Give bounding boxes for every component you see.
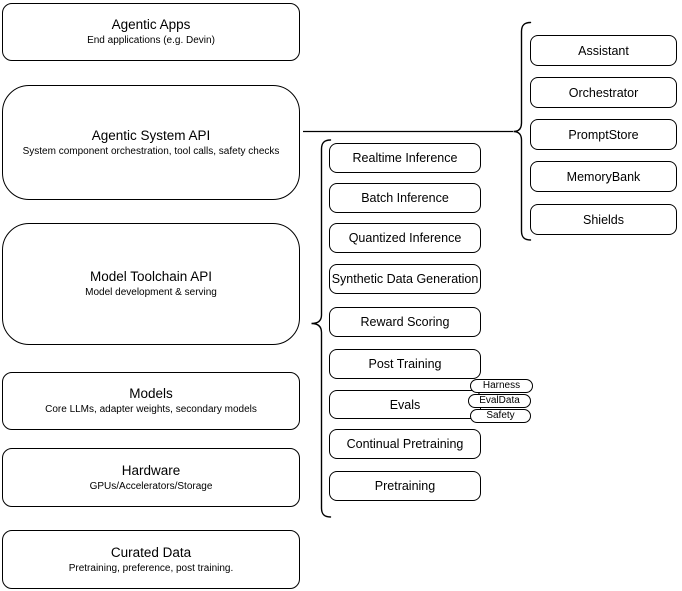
system-item-assistant: Assistant xyxy=(530,35,677,66)
eval-tag-evaldata: EvalData xyxy=(468,394,531,408)
node-title: Agentic System API xyxy=(91,127,211,143)
node-subtitle: Model development & serving xyxy=(85,287,217,298)
toolchain-brace xyxy=(311,139,332,518)
eval-tag-safety: Safety xyxy=(470,409,531,423)
toolchain-item-synthetic-data-generation: Synthetic Data Generation xyxy=(329,264,481,294)
toolchain-item-quantized-inference: Quantized Inference xyxy=(329,223,481,253)
node-model-toolchain-api: Model Toolchain API Model development & … xyxy=(2,223,300,345)
system-item-shields: Shields xyxy=(530,204,677,235)
node-title: Model Toolchain API xyxy=(89,269,213,284)
node-subtitle: Core LLMs, adapter weights, secondary mo… xyxy=(45,404,257,415)
toolchain-item-pretraining: Pretraining xyxy=(329,471,481,501)
toolchain-item-continual-pretraining: Continual Pretraining xyxy=(329,429,481,459)
node-models: Models Core LLMs, adapter weights, secon… xyxy=(2,372,300,430)
toolchain-item-realtime-inference: Realtime Inference xyxy=(329,143,481,173)
node-title: Models xyxy=(129,386,173,401)
toolchain-item-post-training: Post Training xyxy=(329,349,481,379)
node-title: Agentic Apps xyxy=(111,17,191,32)
toolchain-item-evals: Evals xyxy=(329,390,481,419)
system-item-promptstore: PromptStore xyxy=(530,119,677,150)
node-subtitle: End applications (e.g. Devin) xyxy=(87,35,215,46)
node-title: Curated Data xyxy=(110,544,192,560)
node-title: Hardware xyxy=(121,462,181,478)
node-subtitle: Pretraining, preference, post training. xyxy=(68,562,234,574)
node-hardware: Hardware GPUs/Accelerators/Storage xyxy=(2,448,300,507)
system-item-orchestrator: Orchestrator xyxy=(530,77,677,108)
node-curated-data: Curated Data Pretraining, preference, po… xyxy=(2,530,300,589)
node-agentic-system-api: Agentic System API System component orch… xyxy=(2,85,300,200)
eval-tag-harness: Harness xyxy=(470,379,533,393)
system-item-memorybank: MemoryBank xyxy=(530,161,677,192)
node-agentic-apps: Agentic Apps End applications (e.g. Devi… xyxy=(2,3,300,61)
toolchain-item-reward-scoring: Reward Scoring xyxy=(329,307,481,337)
toolchain-item-batch-inference: Batch Inference xyxy=(329,183,481,213)
node-subtitle: System component orchestration, tool cal… xyxy=(22,145,280,157)
system-components-brace xyxy=(513,21,532,241)
node-subtitle: GPUs/Accelerators/Storage xyxy=(89,480,213,492)
